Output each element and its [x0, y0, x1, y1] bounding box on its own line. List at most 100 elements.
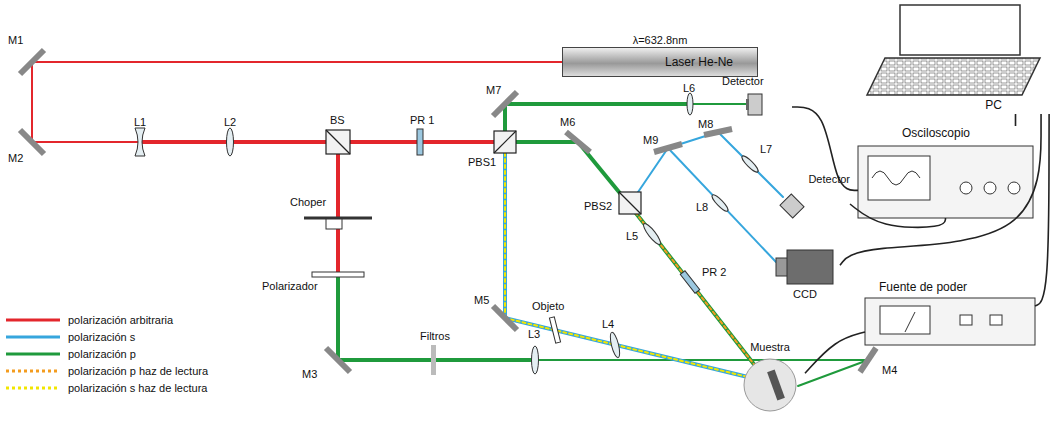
lens: [687, 93, 693, 115]
part-label: PBS2: [584, 200, 612, 213]
pump-beam: [336, 275, 340, 360]
chopper-motor: [326, 219, 342, 229]
part-label: Choper: [290, 196, 326, 209]
part-label: L5: [626, 230, 638, 243]
legend: polarización arbitrariapolarización spol…: [68, 312, 208, 397]
part-label: M7: [486, 84, 501, 97]
node-text: Osciloscopio: [858, 126, 1033, 140]
signal-beam: [668, 148, 776, 262]
object: [549, 317, 560, 343]
object-beam: [505, 318, 752, 378]
cable: [840, 114, 1041, 265]
node-text: Laser He-Ne: [562, 47, 758, 77]
legend-text: polarización s haz de lectura: [68, 380, 208, 397]
legend-sample: [6, 319, 60, 322]
part-label: PR 1: [410, 114, 434, 127]
read-beam-dots: [628, 203, 760, 372]
read-beam-dots: [504, 153, 506, 318]
lens: [227, 128, 234, 156]
power-supply-meter: [880, 306, 930, 334]
ccd-lens: [776, 258, 788, 276]
polarizing-beam-splitter: [619, 192, 641, 214]
power-supply-body: [865, 298, 1035, 345]
pump-beam: [798, 360, 868, 386]
legend-text: polarización p haz de lectura: [68, 363, 208, 380]
reference-beam: [505, 102, 690, 106]
part-label: M9: [643, 134, 658, 147]
oscilloscope-knob: [960, 182, 972, 194]
part-label: Objeto: [532, 300, 564, 313]
part-label: M5: [474, 294, 489, 307]
oscilloscope-trace: [872, 171, 920, 185]
part-label: L4: [602, 318, 614, 331]
cable: [1035, 114, 1049, 306]
detector-body: [780, 194, 804, 218]
mirror: [493, 306, 517, 330]
polarizing-beam-splitter-face: [619, 192, 641, 214]
beam-splitter-face: [326, 130, 350, 154]
filter: [431, 345, 436, 375]
oscilloscope: Osciloscopio: [858, 126, 1033, 218]
laser-beam: [336, 154, 340, 275]
laptop-screen: [900, 5, 1020, 55]
signal-beam: [718, 132, 783, 197]
detector: Detector: [775, 172, 850, 212]
part-label: L8: [696, 201, 708, 214]
part-label: Filtros: [420, 330, 450, 343]
legend-sample: [6, 353, 60, 356]
sample: [767, 370, 785, 401]
node-text: Fuente de poder: [865, 280, 1035, 294]
detector-body: [748, 94, 762, 115]
oscilloscope-knob: [1008, 182, 1020, 194]
power-supply: Fuente de poder: [865, 280, 1035, 345]
part-label: BS: [330, 114, 345, 127]
laser-beam: [32, 61, 562, 63]
cable: [1015, 114, 1017, 126]
concave-lens: [135, 128, 145, 156]
detector: Detector: [722, 74, 792, 118]
part-label: L6: [683, 82, 695, 95]
node-text: PC: [860, 98, 1052, 112]
signal-beam: [634, 148, 668, 198]
mirror: [20, 130, 44, 154]
read-beam-dots: [505, 318, 752, 378]
node-text: λ=632.8nm: [562, 33, 758, 47]
laser-box: λ=632.8nmLaser He-Ne: [562, 33, 758, 79]
part-label: Polarizador: [262, 280, 318, 293]
legend-text: polarización arbitraria: [68, 312, 208, 329]
mirror: [860, 348, 876, 372]
part-label: L3: [528, 328, 540, 341]
reference-beam: [690, 103, 748, 105]
laptop-keyboard: [867, 58, 1040, 95]
lens: [710, 193, 730, 213]
laser-beam: [140, 140, 494, 144]
part-label: M1: [8, 34, 23, 47]
polarizing-beam-splitter-face: [494, 131, 516, 153]
ccd-camera: [787, 250, 833, 284]
object-beam: [503, 153, 507, 318]
power-supply-switch: [960, 315, 972, 325]
lens: [608, 332, 621, 359]
power-supply-switch: [990, 315, 1002, 325]
mirror: [20, 50, 44, 74]
computer: PC: [860, 2, 1052, 114]
mirror: [326, 348, 350, 372]
detector-window: [746, 99, 749, 110]
oscilloscope-body: [858, 146, 1033, 218]
part-label: L7: [760, 143, 772, 156]
part-label: PR 2: [702, 266, 726, 279]
legend-sample: [6, 370, 60, 373]
pump-beam: [338, 358, 535, 362]
part-label: PBS1: [468, 156, 496, 169]
laser-beam: [32, 141, 140, 143]
beam-splitter: [326, 130, 350, 154]
part-label: L2: [224, 116, 236, 129]
oscilloscope-knob: [984, 182, 996, 194]
node-text: CCD: [770, 287, 840, 301]
part-label: M3: [302, 368, 317, 381]
read-beam: [628, 203, 760, 372]
sample-holder: Muestra: [735, 340, 805, 414]
lens: [532, 346, 539, 374]
mirror: [566, 132, 590, 152]
retarder-plate: [417, 129, 423, 155]
